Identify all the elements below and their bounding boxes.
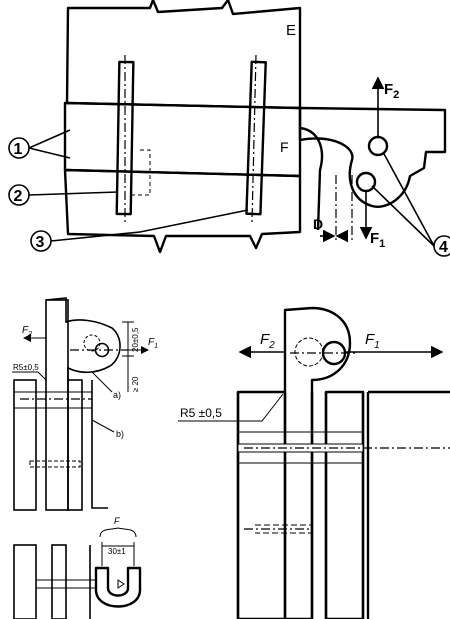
br-force-f1: F1 (365, 331, 380, 351)
gripper-circle-bottom (355, 171, 377, 193)
svg-text:4: 4 (439, 239, 448, 256)
force-f1-label: F1 (370, 230, 385, 250)
bottom-left-detail: 30±1 F (13, 516, 142, 619)
br-radius-label: R5 ±0,5 (180, 406, 222, 420)
callout-2: 2 (8, 184, 119, 206)
bl-dim-20: 20±0,5 (131, 327, 140, 352)
bl-force-f2: F2 (22, 325, 32, 338)
callout-1: 1 (8, 129, 71, 159)
pin-right (245, 60, 267, 216)
callout-3: 3 (30, 209, 249, 252)
bl-note-a: a) (113, 390, 121, 400)
gap-d-label: D (313, 216, 323, 232)
svg-text:3: 3 (36, 234, 45, 251)
gripper-circle-top (367, 135, 389, 157)
bottom-right-figure: F2 F1 R5 ±0,5 (178, 306, 450, 619)
gripper-arm (298, 106, 447, 208)
bl-dim-30: 30±1 (108, 547, 126, 556)
bl-radius-label: R5±0,5 (13, 363, 39, 372)
bl-force-f1: F1 (148, 337, 158, 350)
bl-brace-f: F (114, 516, 120, 526)
top-section-figure: E F F2 F1 D 1 2 (8, 0, 450, 257)
label-e-mid: F (280, 139, 289, 155)
lower-block (63, 168, 302, 254)
label-e-top: E (286, 22, 296, 39)
bl-note-b: b) (116, 429, 124, 439)
callout-4: 4 (371, 151, 450, 257)
pin-left (115, 60, 135, 216)
bottom-left-figure: F2 F1 20±0,5 ≥ 20 R5±0,5 a) b) (12, 297, 158, 511)
bl-dim-ge20: ≥ 20 (131, 376, 140, 392)
wedge-workpiece (63, 101, 302, 178)
force-f2-label: F2 (384, 81, 399, 101)
br-force-f2: F2 (260, 331, 275, 351)
svg-text:1: 1 (14, 141, 23, 158)
svg-text:2: 2 (14, 188, 23, 205)
